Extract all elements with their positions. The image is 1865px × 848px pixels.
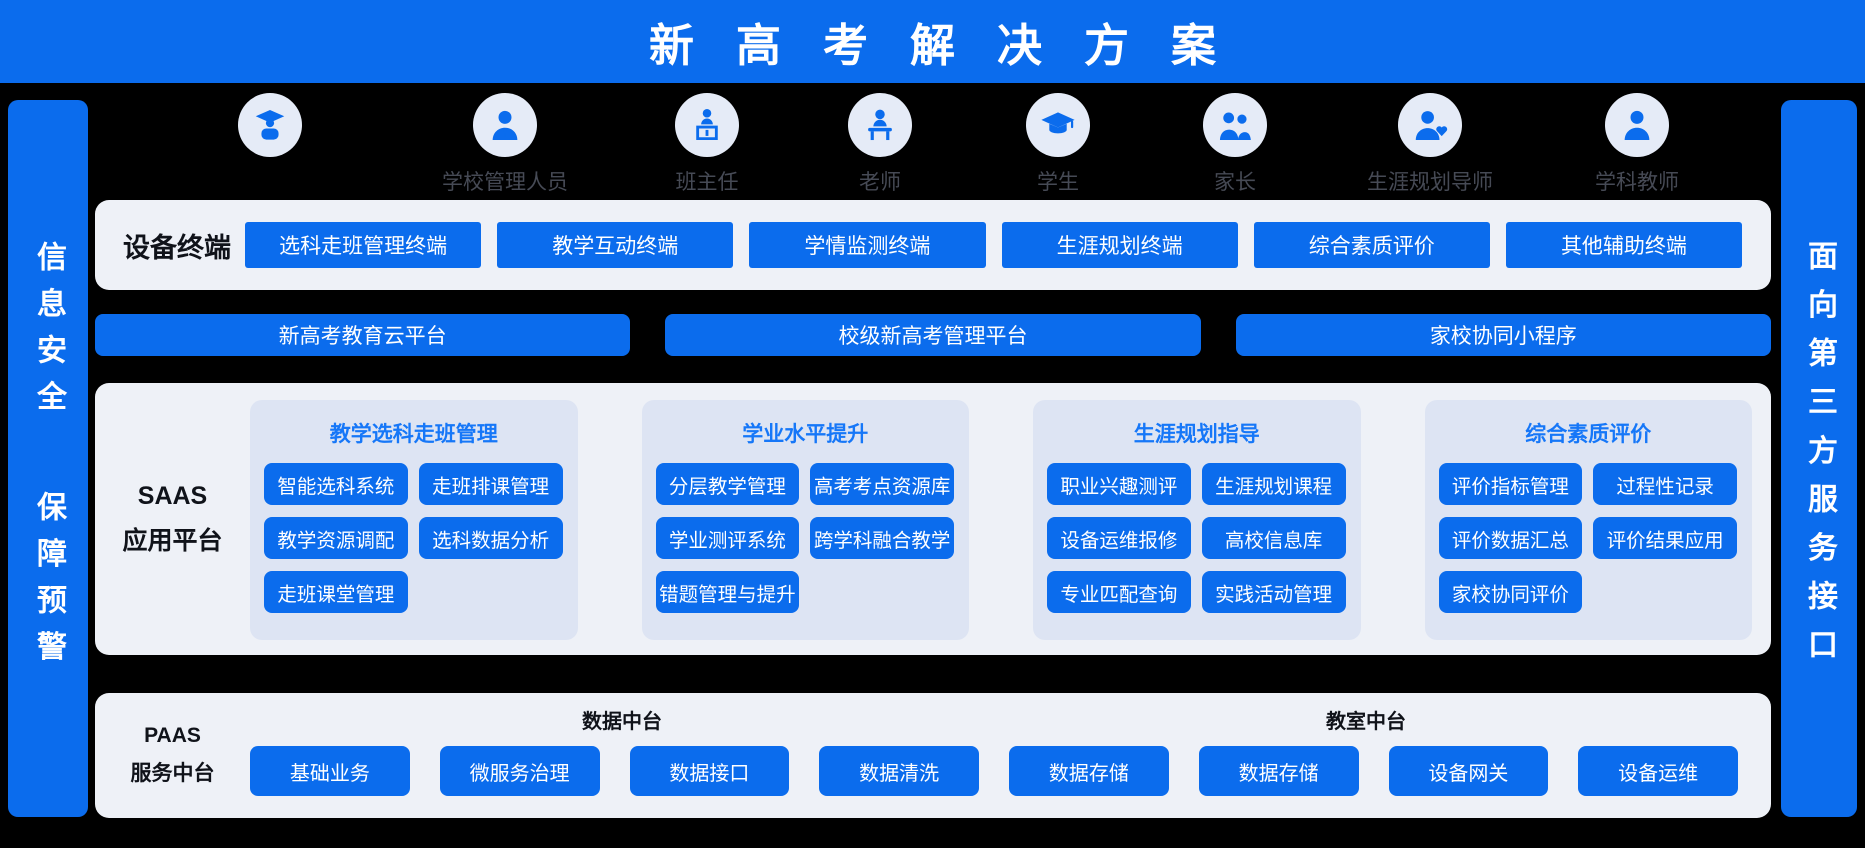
platform-bar: 新高考教育云平台	[95, 314, 631, 356]
saas-chip: 职业兴趣测评	[1047, 463, 1191, 505]
role-item: 老师	[810, 93, 950, 196]
role-item: 学科教师	[1567, 93, 1707, 196]
saas-chip: 家校协同评价	[1438, 571, 1583, 613]
saas-column-title: 综合素质评价	[1525, 423, 1652, 446]
saas-chip: 选科数据分析	[418, 517, 563, 559]
paas-service-box: 数据接口	[629, 746, 790, 796]
saas-column-quality-evaluation: 综合素质评价 评价指标管理 过程性记录 评价数据汇总 评价结果应用 家校协同评价	[1424, 400, 1752, 640]
graduate-icon	[238, 93, 302, 157]
page-title: 新高考解决方案	[648, 20, 1258, 71]
saas-label-line1: SAAS	[137, 481, 208, 510]
saas-chip: 跨学科融合教学	[810, 517, 954, 559]
paas-service-box: 微服务治理	[439, 746, 600, 796]
saas-chip-grid: 分层教学管理 高考考点资源库 学业测评系统 跨学科融合教学 错题管理与提升	[655, 463, 956, 613]
saas-chip: 评价数据汇总	[1438, 517, 1583, 559]
saas-chip: 实践活动管理	[1201, 571, 1346, 613]
saas-chip: 错题管理与提升	[655, 571, 800, 613]
role-label: 老师	[859, 171, 901, 194]
role-label: 家长	[1214, 171, 1256, 194]
header-banner: 新高考解决方案	[0, 0, 1865, 83]
role-item: 家长	[1165, 93, 1305, 196]
saas-chip: 设备运维报修	[1047, 517, 1191, 559]
parents-icon	[1203, 93, 1267, 157]
saas-chip: 评价结果应用	[1593, 517, 1737, 559]
role-label: 学科教师	[1595, 171, 1679, 194]
platform-bar: 家校协同小程序	[1235, 314, 1771, 356]
device-panel-label: 设备终端	[123, 232, 231, 263]
student-icon	[1026, 93, 1090, 157]
saas-chip: 走班课堂管理	[264, 571, 408, 613]
paas-service-box: 设备运维	[1578, 746, 1738, 796]
school-admin-icon	[473, 93, 537, 157]
saas-panel: SAAS 应用平台 教学选科走班管理 智能选科系统 走班排课管理 教学资源调配 …	[95, 383, 1771, 655]
right-rail-third-party: 面向第三方服务接口	[1781, 100, 1857, 817]
platform-bar: 校级新高考管理平台	[665, 314, 1201, 356]
paas-service-box: 数据清洗	[819, 746, 979, 796]
paas-group-title-data: 数据中台	[582, 711, 662, 733]
paas-service-box: 基础业务	[250, 746, 410, 796]
paas-label-line1: PAAS	[144, 724, 201, 747]
saas-column-title: 教学选科走班管理	[329, 423, 498, 446]
role-label: 生涯规划导师	[1367, 171, 1493, 194]
device-terminal-box: 学情监测终端	[749, 222, 986, 268]
paas-service-box: 数据存储	[1009, 746, 1169, 796]
saas-chip: 学业测评系统	[655, 517, 800, 559]
saas-label-line2: 应用平台	[122, 526, 223, 555]
teacher-icon	[848, 93, 912, 157]
device-terminal-box: 教学互动终端	[497, 222, 734, 268]
paas-panel: PAAS 服务中台 数据中台 教室中台 基础业务 微服务治理 数据接口 数据清洗…	[95, 693, 1771, 818]
saas-column-career-guidance: 生涯规划指导 职业兴趣测评 生涯规划课程 设备运维报修 高校信息库 专业匹配查询…	[1033, 400, 1361, 640]
role-item: 生涯规划导师	[1360, 93, 1500, 196]
saas-chip-grid: 智能选科系统 走班排课管理 教学资源调配 选科数据分析 走班课堂管理	[264, 463, 564, 613]
paas-group-title-classroom: 教室中台	[1326, 711, 1406, 733]
head-teacher-icon	[675, 93, 739, 157]
device-button-row: 选科走班管理终端 教学互动终端 学情监测终端 生涯规划终端 综合素质评价 其他辅…	[245, 222, 1771, 268]
saas-chip: 过程性记录	[1593, 463, 1737, 505]
role-item: 学校管理人员	[435, 93, 575, 196]
device-terminal-panel: 设备终端 选科走班管理终端 教学互动终端 学情监测终端 生涯规划终端 综合素质评…	[95, 200, 1771, 290]
role-label: 学生	[1037, 171, 1079, 194]
saas-chip-grid: 职业兴趣测评 生涯规划课程 设备运维报修 高校信息库 专业匹配查询 实践活动管理	[1047, 463, 1347, 613]
saas-chip: 高考考点资源库	[810, 463, 954, 505]
paas-content: 数据中台 教室中台 基础业务 微服务治理 数据接口 数据清洗 数据存储 数据存储…	[250, 693, 1771, 818]
saas-column-title: 生涯规划指导	[1133, 423, 1260, 446]
role-label: 学校管理人员	[442, 171, 568, 194]
saas-chip: 教学资源调配	[264, 517, 408, 559]
left-rail-info-security: 信息安全 保障预警	[8, 100, 88, 817]
role-item: 班主任	[637, 93, 777, 196]
saas-column-academic-improvement: 学业水平提升 分层教学管理 高考考点资源库 学业测评系统 跨学科融合教学 错题管…	[641, 400, 969, 640]
saas-chip: 评价指标管理	[1438, 463, 1583, 505]
device-terminal-box: 选科走班管理终端	[245, 222, 482, 268]
left-rail-text-1: 信息安全	[32, 240, 65, 427]
paas-label-line2: 服务中台	[130, 762, 215, 785]
device-terminal-box: 综合素质评价	[1253, 222, 1490, 268]
saas-columns: 教学选科走班管理 智能选科系统 走班排课管理 教学资源调配 选科数据分析 走班课…	[250, 383, 1771, 655]
saas-column-title: 学业水平提升	[742, 423, 869, 446]
device-terminal-box: 其他辅助终端	[1505, 222, 1743, 268]
saas-column-selection-management: 教学选科走班管理 智能选科系统 走班排课管理 教学资源调配 选科数据分析 走班课…	[250, 400, 578, 640]
saas-chip-grid: 评价指标管理 过程性记录 评价数据汇总 评价结果应用 家校协同评价	[1438, 463, 1739, 613]
paas-button-row: 基础业务 微服务治理 数据接口 数据清洗 数据存储 数据存储 设备网关 设备运维	[250, 746, 1738, 796]
paas-group-headers: 数据中台 教室中台	[250, 705, 1738, 734]
paas-service-box: 设备网关	[1388, 746, 1549, 796]
saas-chip: 生涯规划课程	[1201, 463, 1346, 505]
paas-service-box: 数据存储	[1198, 746, 1359, 796]
saas-chip: 智能选科系统	[264, 463, 408, 505]
saas-chip: 走班排课管理	[418, 463, 563, 505]
role-item: 学生	[988, 93, 1128, 196]
career-mentor-icon	[1398, 93, 1462, 157]
saas-chip: 分层教学管理	[655, 463, 800, 505]
subject-teacher-icon	[1605, 93, 1669, 157]
role-item	[200, 93, 340, 166]
left-rail-text-2: 保障预警	[32, 490, 65, 677]
right-rail-text: 面向第三方服务接口	[1803, 239, 1836, 678]
platform-bar-row: 新高考教育云平台 校级新高考管理平台 家校协同小程序	[95, 314, 1771, 356]
device-terminal-box: 生涯规划终端	[1001, 222, 1238, 268]
paas-panel-label: PAAS 服务中台	[95, 693, 250, 818]
saas-chip: 高校信息库	[1201, 517, 1346, 559]
saas-panel-label: SAAS 应用平台	[95, 383, 250, 655]
role-label: 班主任	[675, 171, 739, 194]
saas-chip: 专业匹配查询	[1047, 571, 1191, 613]
